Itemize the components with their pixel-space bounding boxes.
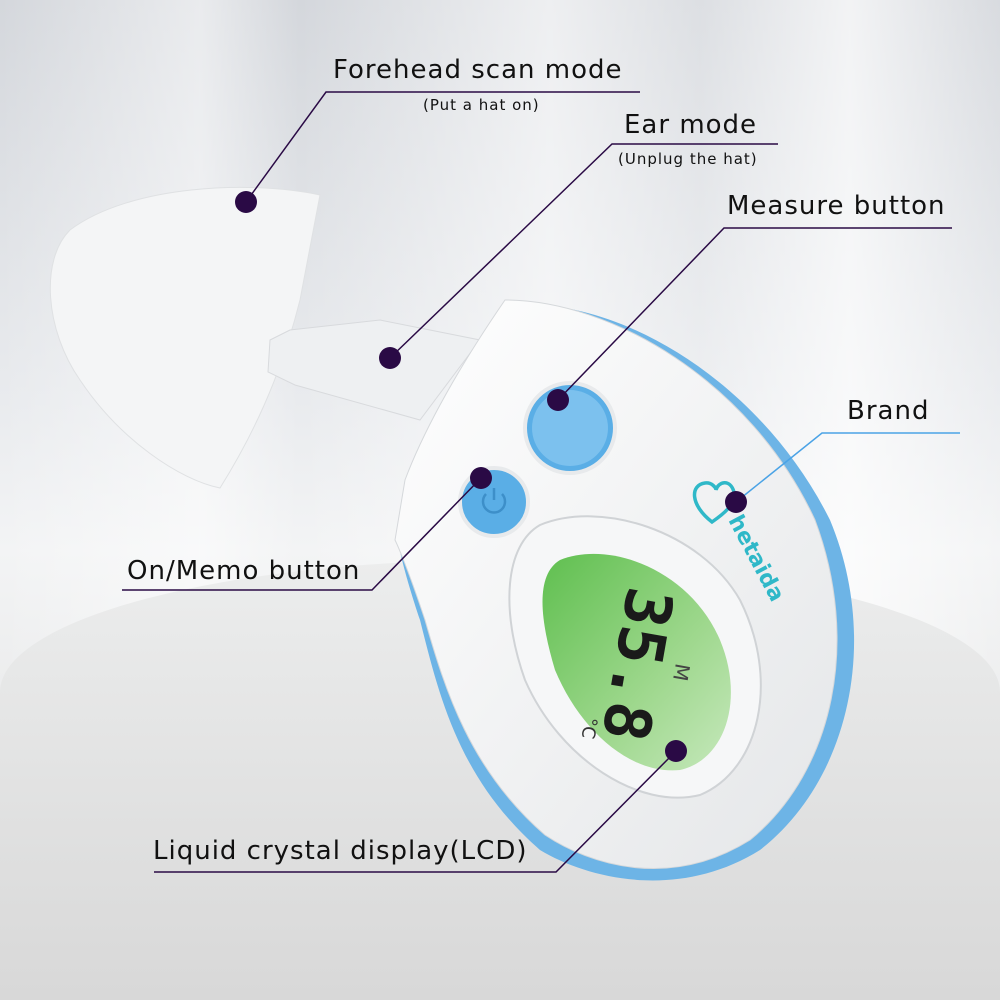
forehead-mode-note: (Put a hat on) (423, 96, 540, 114)
power-icon (481, 488, 507, 514)
forehead-mode-label: Forehead scan mode (333, 55, 623, 85)
ear-mode-label: Ear mode (624, 110, 758, 140)
ear-mode-note: (Unplug the hat) (618, 150, 758, 168)
lcd-label: Liquid crystal display(LCD) (153, 836, 528, 866)
brand-label: Brand (847, 396, 930, 426)
lcd-screen (542, 553, 731, 771)
ear-probe (267, 319, 481, 421)
lcd-unit: °C (577, 715, 601, 740)
brand-leader-line (735, 432, 960, 503)
leader-lines (122, 91, 952, 873)
callout-dots (235, 191, 747, 762)
lcd-mode: M (668, 662, 695, 683)
forehead-cap (49, 186, 321, 489)
on-memo-button-label: On/Memo button (127, 556, 361, 586)
measure-button-label: Measure button (727, 191, 946, 221)
